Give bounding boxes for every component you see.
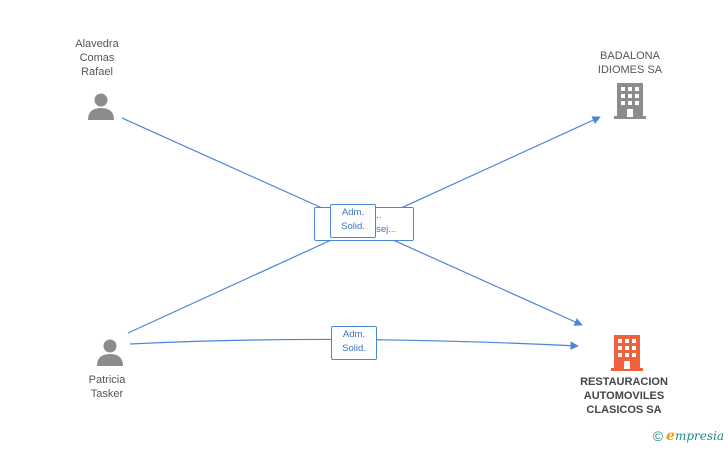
node-label-patricia[interactable]: Patricia Tasker — [88, 374, 126, 400]
empresia-logo: empresia — [666, 428, 724, 444]
edge-label-bottom[interactable]: Adm. Solid. — [331, 326, 377, 360]
node-label-restauracion[interactable]: RESTAURACION AUTOMOVILES CLASICOS SA — [580, 376, 668, 416]
node-label-alavedra[interactable]: Alavedra Comas Rafael — [75, 38, 119, 78]
person-icon[interactable] — [95, 337, 125, 367]
copyright-symbol: © — [652, 428, 664, 444]
footer-brand: © empresia — [653, 428, 724, 444]
building-icon[interactable] — [614, 83, 646, 119]
edge-label-front[interactable]: Adm. Solid. — [330, 204, 376, 238]
person-icon[interactable] — [86, 91, 116, 121]
building-icon[interactable] — [611, 335, 643, 371]
node-label-badalona[interactable]: BADALONA IDIOMES SA — [597, 50, 663, 76]
